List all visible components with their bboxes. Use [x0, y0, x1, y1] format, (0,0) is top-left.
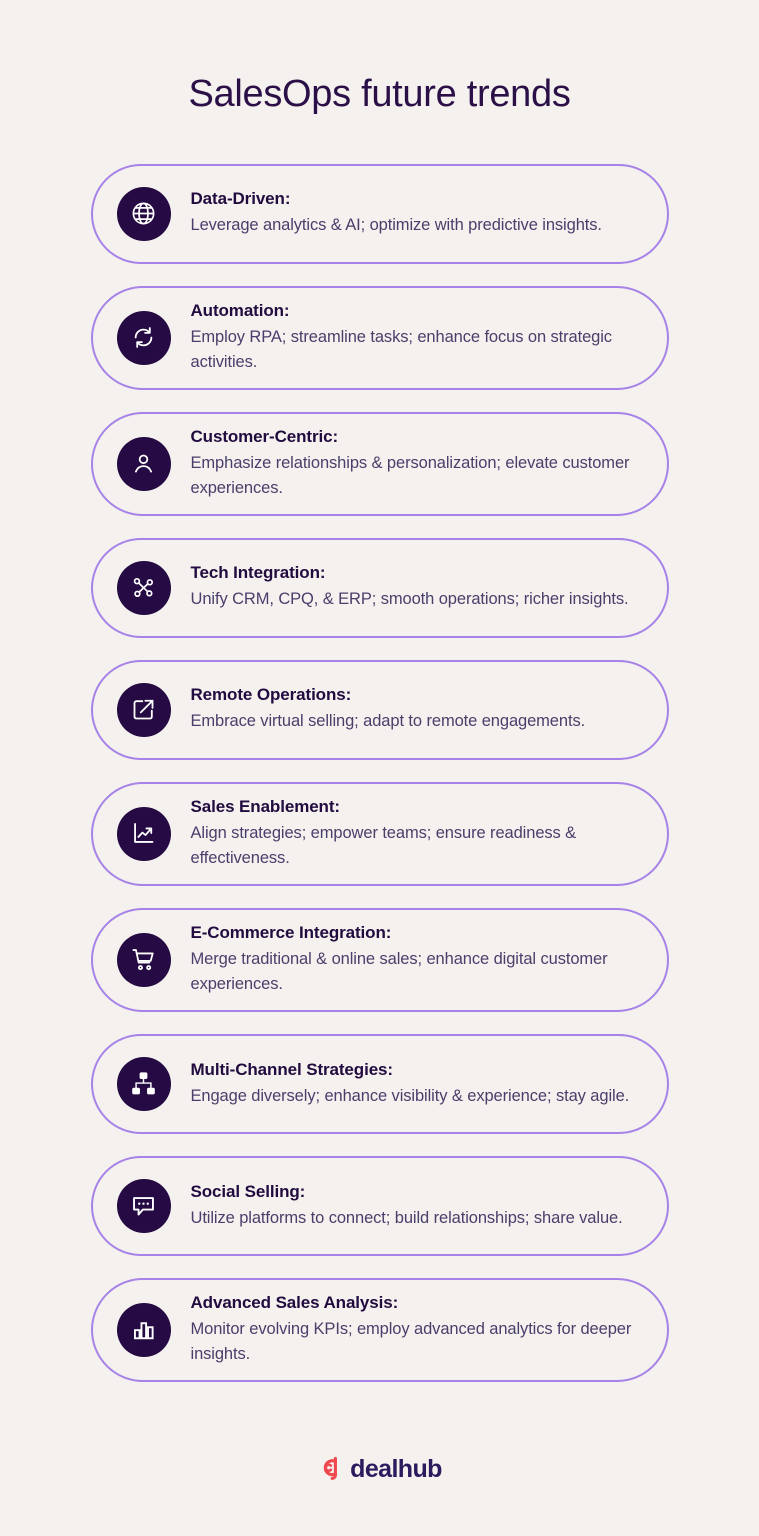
card-body: Merge traditional & online sales; enhanc…	[190, 949, 608, 994]
card-text: Multi-Channel Strategies: Engage diverse…	[191, 1059, 637, 1110]
user-person-icon	[116, 436, 171, 491]
card-text: Social Selling: Utilize platforms to con…	[191, 1181, 637, 1232]
card-heading: Sales Enablement:	[190, 796, 341, 816]
card-heading: Social Selling:	[190, 1181, 306, 1201]
trend-card[interactable]: Data-Driven: Leverage analytics & AI; op…	[90, 163, 669, 264]
card-text: Remote Operations: Embrace virtual selli…	[191, 684, 637, 735]
bar-chart-icon	[116, 1302, 171, 1357]
card-body: Emphasize relationships & personalizatio…	[190, 453, 630, 498]
dealhub-logo-text: dealhub	[350, 1454, 442, 1483]
card-text: Advanced Sales Analysis: Monitor evolvin…	[191, 1292, 637, 1368]
trend-card[interactable]: Advanced Sales Analysis: Monitor evolvin…	[90, 1277, 669, 1382]
shopping-cart-icon	[116, 932, 171, 987]
footer-branding: dealhub	[317, 1454, 442, 1484]
card-body: Utilize platforms to connect; build rela…	[190, 1208, 623, 1227]
card-body: Monitor evolving KPIs; employ advanced a…	[190, 1319, 632, 1364]
card-body: Employ RPA; streamline tasks; enhance fo…	[190, 327, 613, 372]
trend-card[interactable]: Tech Integration: Unify CRM, CPQ, & ERP;…	[90, 537, 669, 638]
trend-card[interactable]: Multi-Channel Strategies: Engage diverse…	[90, 1033, 669, 1134]
trending-up-chart-icon	[116, 806, 171, 861]
trend-card[interactable]: Remote Operations: Embrace virtual selli…	[90, 659, 669, 760]
network-nodes-icon	[116, 560, 171, 615]
card-heading: Data-Driven:	[190, 189, 291, 209]
globe-icon	[116, 186, 171, 241]
card-heading: E-Commerce Integration:	[190, 922, 392, 942]
trend-card[interactable]: Sales Enablement: Align strategies; empo…	[90, 781, 669, 886]
card-text: Customer-Centric: Emphasize relationship…	[191, 426, 637, 502]
sitemap-hierarchy-icon	[116, 1056, 171, 1111]
external-link-arrow-icon	[116, 682, 171, 737]
card-text: Tech Integration: Unify CRM, CPQ, & ERP;…	[191, 562, 637, 613]
card-text: Automation: Employ RPA; streamline tasks…	[191, 300, 637, 376]
card-text: Sales Enablement: Align strategies; empo…	[191, 796, 637, 872]
trend-card-list: Data-Driven: Leverage analytics & AI; op…	[90, 163, 669, 1382]
card-heading: Tech Integration:	[190, 563, 326, 583]
page-title: SalesOps future trends	[188, 73, 571, 115]
card-heading: Automation:	[190, 300, 290, 320]
card-heading: Advanced Sales Analysis:	[190, 1292, 399, 1312]
refresh-sync-icon	[116, 310, 171, 365]
card-heading: Customer-Centric:	[190, 426, 339, 446]
card-body: Embrace virtual selling; adapt to remote…	[190, 712, 586, 731]
chat-bubble-icon	[116, 1178, 171, 1233]
trend-card[interactable]: Customer-Centric: Emphasize relationship…	[90, 411, 669, 516]
trend-card[interactable]: Social Selling: Utilize platforms to con…	[90, 1155, 669, 1256]
card-body: Leverage analytics & AI; optimize with p…	[190, 216, 602, 235]
card-text: E-Commerce Integration: Merge traditiona…	[191, 922, 637, 998]
trend-card[interactable]: E-Commerce Integration: Merge traditiona…	[90, 907, 669, 1012]
card-body: Unify CRM, CPQ, & ERP; smooth operations…	[190, 590, 629, 609]
card-body: Align strategies; empower teams; ensure …	[190, 823, 577, 868]
card-heading: Remote Operations:	[190, 685, 352, 705]
card-heading: Multi-Channel Strategies:	[190, 1059, 394, 1079]
dealhub-logo-mark	[317, 1454, 343, 1484]
card-body: Engage diversely; enhance visibility & e…	[190, 1086, 630, 1105]
trend-card[interactable]: Automation: Employ RPA; streamline tasks…	[90, 285, 669, 390]
card-text: Data-Driven: Leverage analytics & AI; op…	[191, 188, 637, 239]
